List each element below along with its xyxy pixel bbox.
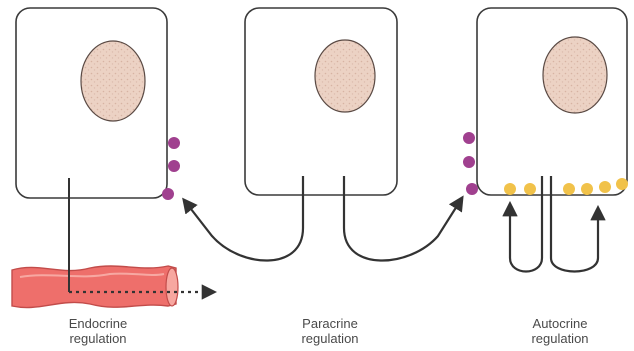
autocrine-nucleus [543, 37, 607, 113]
autocrine-caption-line1: Autocrine [480, 316, 634, 331]
yellow-receptor [563, 183, 575, 195]
yellow-receptor [599, 181, 611, 193]
paracrine-caption-line2: regulation [250, 331, 410, 346]
yellow-receptor [616, 178, 628, 190]
yellow-receptor [504, 183, 516, 195]
yellow-receptor [524, 183, 536, 195]
paracrine-cell-body [245, 8, 397, 195]
purple-receptor [162, 188, 174, 200]
autocrine-cell [477, 8, 627, 195]
endocrine-caption-line1: Endocrine [18, 316, 178, 331]
blood-vessel [12, 266, 178, 308]
paracrine-caption-line1: Paracrine [250, 316, 410, 331]
autocrine-caption-line2: regulation [480, 331, 634, 346]
blood-vessel-body [12, 266, 176, 308]
endocrine-caption-line2: regulation [18, 331, 178, 346]
purple-receptor [168, 137, 180, 149]
purple-receptor [168, 160, 180, 172]
purple-receptor [463, 156, 475, 168]
paracrine-nucleus [315, 40, 375, 112]
endocrine-cell [16, 8, 167, 198]
blood-vessel-opening [166, 268, 178, 306]
paracrine-cell [245, 8, 397, 195]
yellow-receptor [581, 183, 593, 195]
autocrine-caption: Autocrine regulation [480, 316, 634, 346]
endocrine-nucleus [81, 41, 145, 121]
purple-receptor [466, 183, 478, 195]
paracrine-caption: Paracrine regulation [250, 316, 410, 346]
purple-receptor [463, 132, 475, 144]
endocrine-caption: Endocrine regulation [18, 316, 178, 346]
paracrine-target-receptors [463, 132, 478, 195]
